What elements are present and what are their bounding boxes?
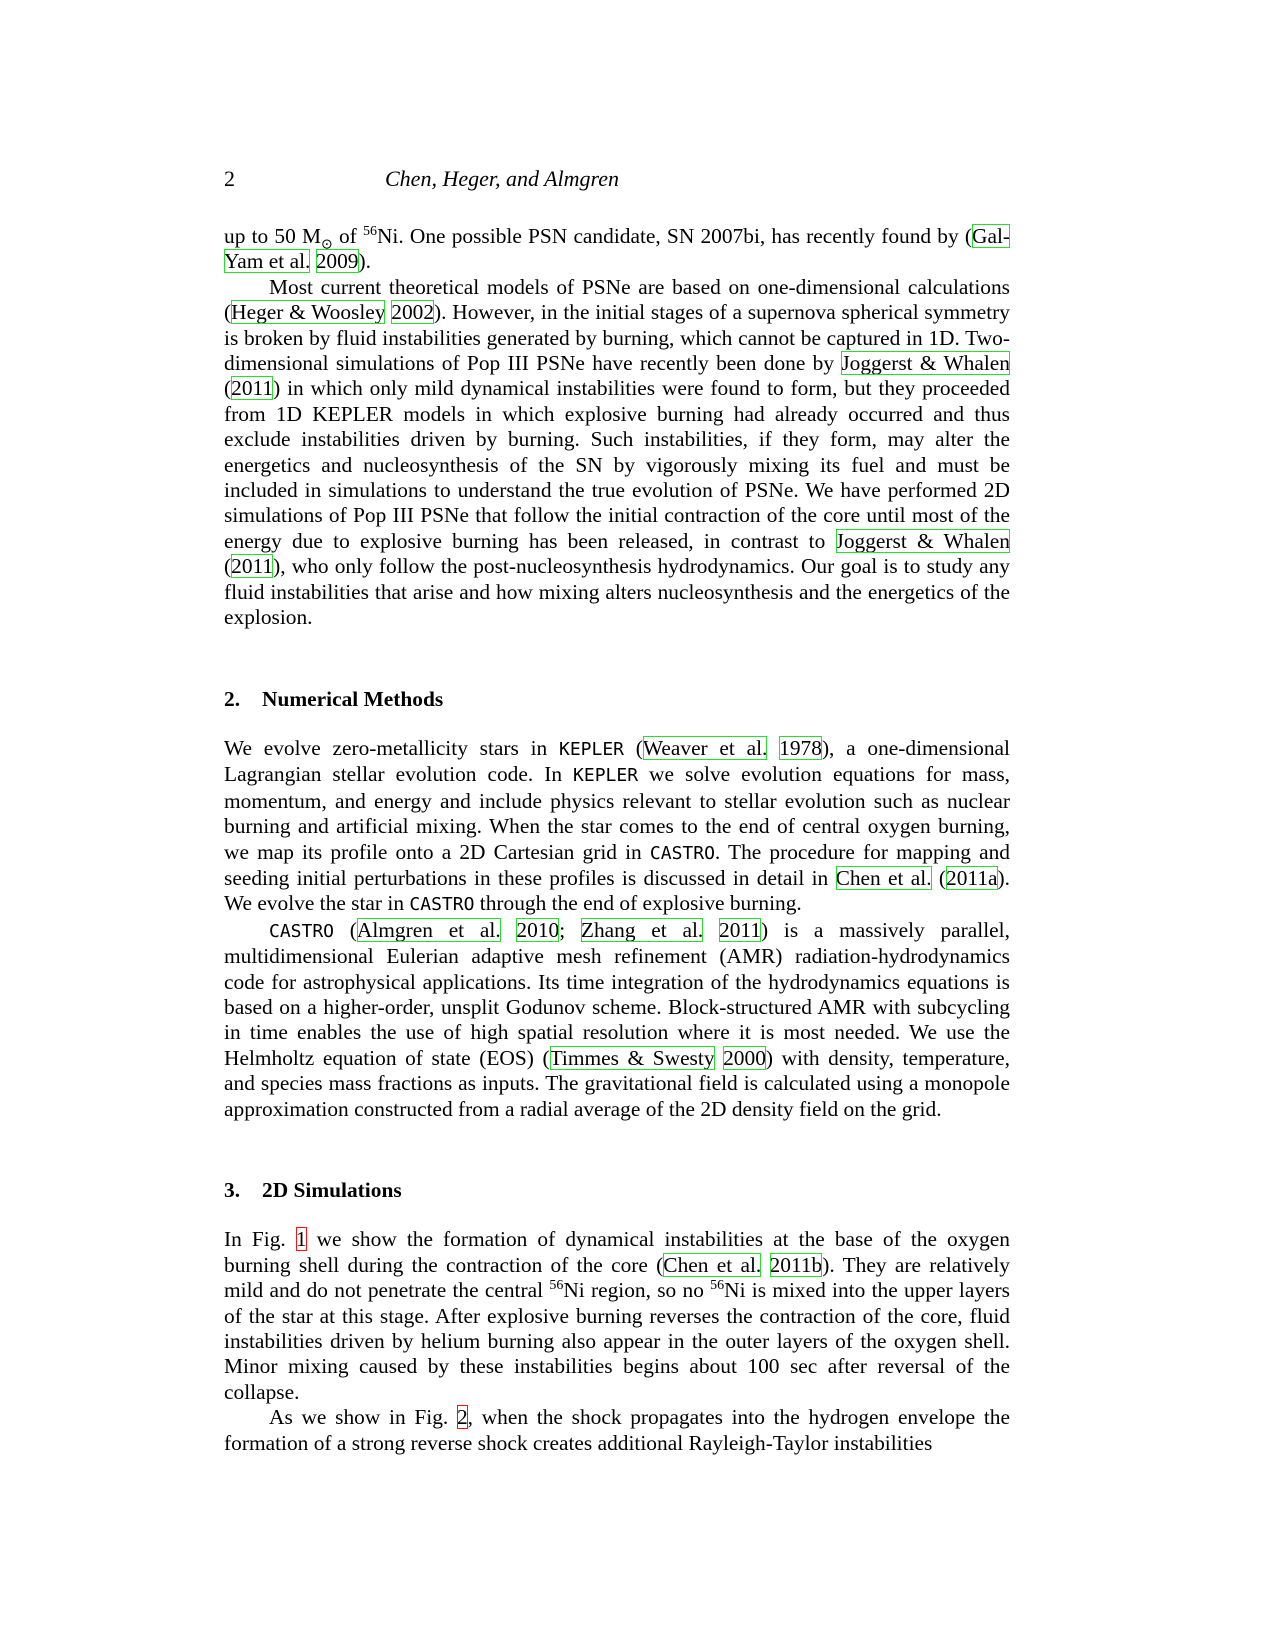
text: ) with density, temperature, and species… (224, 1045, 1010, 1121)
citation-link[interactable]: Timmes & Swesty (549, 1045, 715, 1070)
page-number: 2 (224, 166, 235, 191)
section-number: 3. (224, 1178, 241, 1202)
intro-paragraph-1: up to 50 M⊙ of 56Ni. One possible PSN ca… (224, 223, 1011, 275)
text: ). They are relatively mild and do not p… (224, 1252, 1010, 1303)
text: . The procedure for mapping and seeding … (224, 839, 1011, 890)
citation-year-link[interactable]: 2010 (516, 917, 560, 942)
citation-link[interactable]: Heger & Woosley (231, 300, 386, 325)
text (703, 918, 719, 942)
code-name: CASTRO (409, 894, 475, 916)
text: ( (224, 554, 232, 579)
simulations-paragraph-2: As we show in Fig. 2, when the shock pro… (224, 1405, 1010, 1456)
text (761, 1253, 769, 1277)
text: we solve evolution equations for mass, m… (224, 762, 1010, 864)
citation-year-link[interactable]: 2011b (769, 1252, 823, 1277)
text (715, 1046, 724, 1070)
text: Most current theoretical models of PSNe … (224, 274, 1010, 325)
text: of (332, 224, 363, 248)
body-text: up to 50 M⊙ of 56Ni. One possible PSN ca… (224, 223, 1011, 1456)
citation-year-link[interactable]: 2011 (231, 554, 274, 579)
text: ( (224, 376, 232, 401)
section-heading-numerical-methods: 2. Numerical Methods (224, 687, 1010, 712)
methods-paragraph-1: We evolve zero-metallicity stars in KEPL… (224, 735, 1011, 918)
text: ), who only follow the post-nucleosynthe… (224, 554, 1010, 630)
sun-symbol: ⊙ (321, 237, 333, 253)
code-name: KEPLER (573, 765, 639, 787)
text: As we show in Fig. (269, 1405, 457, 1430)
code-name: CASTRO (269, 920, 335, 942)
text: ). (358, 249, 371, 274)
section-title: 2D Simulations (262, 1178, 402, 1202)
code-name: KEPLER (559, 738, 625, 760)
text: Ni region, so no (563, 1278, 711, 1303)
text: through the end of explosive burning. (474, 891, 802, 916)
citation-year-link[interactable]: 1978 (779, 735, 822, 760)
running-title: Chen, Heger, and Almgren (385, 166, 620, 191)
citation-link[interactable]: Chen et al. (663, 1252, 762, 1277)
text: we show the formation of dynamical insta… (224, 1227, 1010, 1277)
text: ), a one-dimensional Lagrangian stellar … (224, 735, 1010, 787)
text: ). We evolve the star in (224, 865, 1010, 916)
citation-year-link[interactable]: 2009 (315, 249, 359, 274)
text (501, 918, 517, 942)
citation-year-link[interactable]: 2011 (719, 917, 762, 942)
citation-year-link[interactable]: 2011a (946, 865, 998, 890)
text: ( (334, 917, 357, 942)
text: ) is a massively parallel, multidimensio… (224, 917, 1010, 1070)
figure-link[interactable]: 2 (456, 1405, 468, 1430)
text: ( (931, 865, 947, 890)
text: Ni is mixed into the upper layers of the… (224, 1278, 1011, 1404)
simulations-paragraph-1: In Fig. 1 we show the formation of dynam… (224, 1227, 1010, 1405)
text: up to 50 M (224, 224, 322, 248)
text: ( (624, 735, 643, 760)
methods-paragraph-2: CASTRO (Almgren et al. 2010; Zhang et al… (224, 917, 1010, 1122)
citation-link[interactable]: Joggerst & Whalen (835, 528, 1010, 553)
isotope-superscript: 56 (710, 1278, 725, 1294)
citation-year-link[interactable]: 2011 (231, 376, 274, 401)
citation-link[interactable]: Weaver et al. (642, 735, 768, 760)
code-name: CASTRO (649, 842, 715, 864)
citation-link[interactable]: Zhang et al. (580, 917, 704, 942)
citation-link[interactable]: Chen et al. (835, 865, 932, 890)
section-number: 2. (224, 686, 241, 711)
text (767, 736, 779, 760)
text: ) in which only mild dynamical instabili… (224, 376, 1010, 553)
figure-link[interactable]: 1 (295, 1227, 307, 1252)
citation-link[interactable]: Joggerst & Whalen (841, 351, 1010, 376)
isotope-superscript: 56 (362, 223, 377, 239)
text: In Fig. (224, 1227, 296, 1252)
text: We evolve zero-metallicity stars in (224, 735, 559, 760)
citation-year-link[interactable]: 2002 (391, 300, 435, 325)
text: ; (559, 917, 581, 942)
text: Ni. One possible PSN candidate, SN 2007b… (376, 224, 972, 248)
text (310, 249, 315, 273)
citation-year-link[interactable]: 2000 (723, 1045, 766, 1070)
intro-paragraph-2: Most current theoretical models of PSNe … (224, 275, 1010, 631)
section-title: Numerical Methods (262, 686, 444, 711)
text: ). However, in the initial stages of a s… (224, 300, 1010, 376)
citation-link[interactable]: Almgren et al. (356, 917, 501, 942)
citation-link[interactable]: Gal-Yam et al. (224, 224, 1011, 274)
isotope-superscript: 56 (549, 1278, 564, 1294)
section-heading-2d-simulations: 3. 2D Simulations (224, 1178, 1010, 1203)
text: , when the shock propagates into the hyd… (224, 1405, 1010, 1455)
